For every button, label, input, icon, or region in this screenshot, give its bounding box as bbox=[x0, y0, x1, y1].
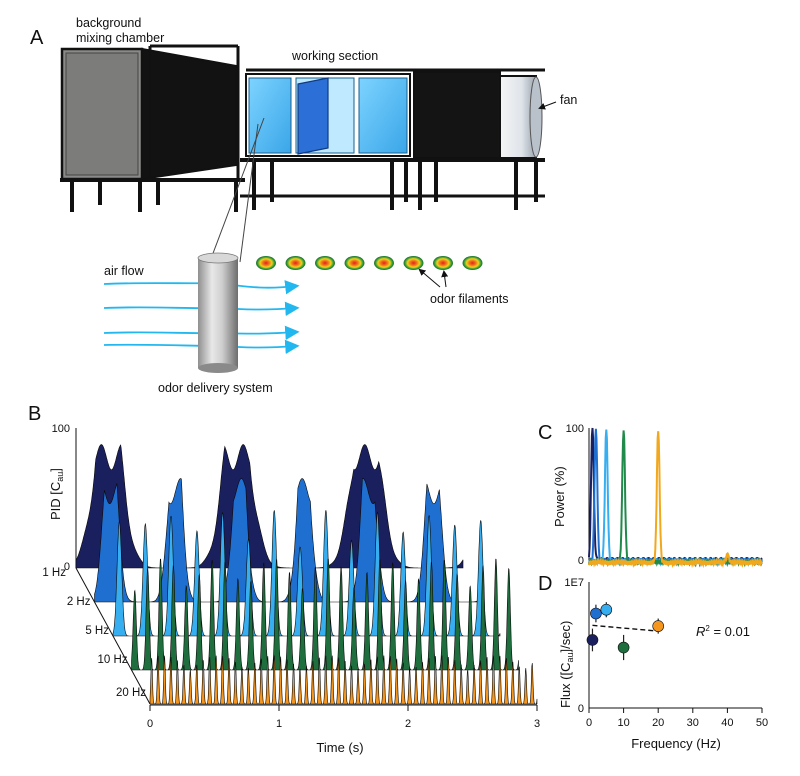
panel-d-ytick-top: 1E7 bbox=[564, 577, 584, 589]
working-section-window bbox=[358, 77, 408, 154]
odor-filament bbox=[344, 256, 365, 270]
filament-arrow bbox=[418, 268, 441, 288]
panel-d-ylabel-end: ]/sec) bbox=[558, 621, 573, 653]
series-label-10hz: 10 Hz bbox=[97, 654, 127, 666]
panel-d-ytick-bottom: 0 bbox=[578, 703, 584, 715]
spectrum-peak-5hz bbox=[588, 429, 763, 568]
ridge-1hz bbox=[75, 444, 464, 569]
trendline bbox=[592, 624, 659, 632]
panel-b-xtick-label: 0 bbox=[147, 718, 153, 730]
odor-filament bbox=[315, 256, 335, 270]
delivery-cylinder-bottom bbox=[198, 363, 238, 373]
panel-c: C Power (%) 100 0 bbox=[538, 422, 763, 569]
panel-b-xtick-label: 1 bbox=[276, 718, 282, 730]
ridge-2hz bbox=[94, 478, 482, 603]
panel-d-r2: R2 = 0.01 bbox=[696, 624, 750, 639]
zoom-callout-line bbox=[239, 123, 259, 263]
panel-a: A bbox=[30, 16, 577, 395]
panel-b-xlabel: Time (s) bbox=[316, 740, 363, 755]
panel-d-ylabel-text: Flux ([C bbox=[558, 663, 573, 709]
series-label-5hz: 5 Hz bbox=[85, 625, 109, 637]
panel-d-xlabel: Frequency (Hz) bbox=[631, 736, 721, 751]
panel-b-ytick-0: 0 bbox=[64, 561, 70, 573]
spectrum-peak-1hz bbox=[588, 427, 763, 565]
panel-d-ylabel: Flux ([Cau]/sec) bbox=[558, 621, 575, 708]
odor-filament bbox=[462, 256, 483, 270]
panel-d-xtick-label: 40 bbox=[721, 717, 733, 729]
odor-filament bbox=[256, 256, 276, 270]
panel-d-r2-sup: 2 bbox=[705, 624, 710, 633]
panel-d-r2-value: = 0.01 bbox=[710, 624, 750, 639]
label-odor-delivery: odor delivery system bbox=[158, 381, 273, 395]
panel-d-xtick-label: 10 bbox=[617, 717, 629, 729]
odor-filament bbox=[374, 256, 394, 270]
panel-c-spectra bbox=[588, 427, 763, 569]
odor-filament bbox=[285, 256, 306, 270]
panel-b-ylabel-sub: au bbox=[55, 472, 65, 482]
label-chamber-line1: background bbox=[76, 16, 141, 30]
outlet-section bbox=[413, 71, 501, 159]
panel-d-letter: D bbox=[538, 573, 552, 595]
panel-c-ytick-100: 100 bbox=[566, 423, 584, 435]
ridge-5hz bbox=[112, 510, 501, 637]
series-label-2hz: 2 Hz bbox=[67, 596, 91, 608]
odor-filament bbox=[433, 256, 453, 270]
panel-b: B PID [Cau] 100 0 1 Hz 2 Hz 5 Hz 10 Hz 20 Hz… bbox=[28, 403, 540, 755]
wind-tunnel-illustration bbox=[60, 44, 545, 263]
ridge-10hz bbox=[131, 558, 519, 671]
label-chamber-line2: mixing chamber bbox=[76, 31, 164, 45]
data-point-10hz bbox=[617, 641, 630, 654]
panel-b-ylabel-end: ] bbox=[48, 468, 63, 472]
spectrum-peak-20hz bbox=[588, 431, 763, 569]
panel-d-r2-label: R bbox=[696, 624, 705, 639]
panel-b-xticks: 0 1 2 3 bbox=[147, 705, 540, 730]
label-fan: fan bbox=[560, 93, 577, 107]
panel-b-xtick-label: 3 bbox=[534, 718, 540, 730]
panel-b-letter: B bbox=[28, 403, 41, 425]
panel-d-ylabel-sub: au bbox=[565, 652, 575, 662]
panel-d: D Flux ([Cau]/sec) 1E7 0 0 10 20 30 40 50 Fre… bbox=[538, 573, 768, 751]
inlet-funnel bbox=[141, 47, 237, 181]
frame-legs bbox=[70, 160, 538, 212]
panel-d-xtick-label: 0 bbox=[586, 717, 592, 729]
filament-arrow bbox=[441, 270, 449, 288]
ridge-20hz bbox=[149, 655, 538, 705]
data-point-5hz bbox=[600, 603, 613, 616]
panel-d-points bbox=[586, 602, 665, 661]
spectrum-peak-2hz bbox=[588, 428, 763, 567]
panel-c-ylabel: Power (%) bbox=[552, 466, 567, 527]
working-section-door bbox=[297, 77, 329, 155]
data-point-1hz bbox=[586, 634, 599, 646]
spectrum-peak-10hz bbox=[588, 430, 763, 568]
panel-d-xtick-label: 20 bbox=[652, 717, 664, 729]
delivery-cylinder bbox=[198, 258, 238, 368]
data-point-20hz bbox=[652, 620, 665, 632]
data-point-2hz bbox=[590, 607, 602, 620]
series-label-20hz: 20 Hz bbox=[116, 687, 146, 699]
panel-c-letter: C bbox=[538, 422, 552, 444]
mixing-chamber-face bbox=[65, 52, 139, 176]
panel-c-ytick-0: 0 bbox=[578, 555, 584, 567]
label-air-flow: air flow bbox=[104, 264, 145, 278]
panel-b-ridges bbox=[75, 444, 538, 705]
delivery-cylinder-top bbox=[197, 252, 239, 264]
label-working-section: working section bbox=[291, 49, 378, 63]
panel-d-xtick-label: 30 bbox=[687, 717, 699, 729]
fan-disc bbox=[529, 76, 543, 158]
panel-b-series-labels: 1 Hz 2 Hz 5 Hz 10 Hz 20 Hz bbox=[42, 567, 146, 699]
fan-arrow bbox=[538, 101, 557, 110]
label-odor-filaments: odor filaments bbox=[430, 292, 509, 306]
odor-filaments bbox=[256, 256, 483, 270]
panel-b-xtick-label: 2 bbox=[405, 718, 411, 730]
odor-filament bbox=[403, 256, 424, 270]
panel-d-xtick-label: 50 bbox=[756, 717, 768, 729]
panel-b-ylabel-text: PID [C bbox=[48, 482, 63, 520]
odor-delivery-illustration bbox=[103, 252, 483, 373]
panel-a-letter: A bbox=[30, 27, 44, 49]
panel-d-xticks: 0 10 20 30 40 50 bbox=[586, 708, 768, 729]
panel-b-ylabel: PID [Cau] bbox=[48, 468, 65, 520]
series-label-1hz: 1 Hz bbox=[42, 567, 66, 579]
panel-b-ytick-100: 100 bbox=[52, 423, 70, 435]
